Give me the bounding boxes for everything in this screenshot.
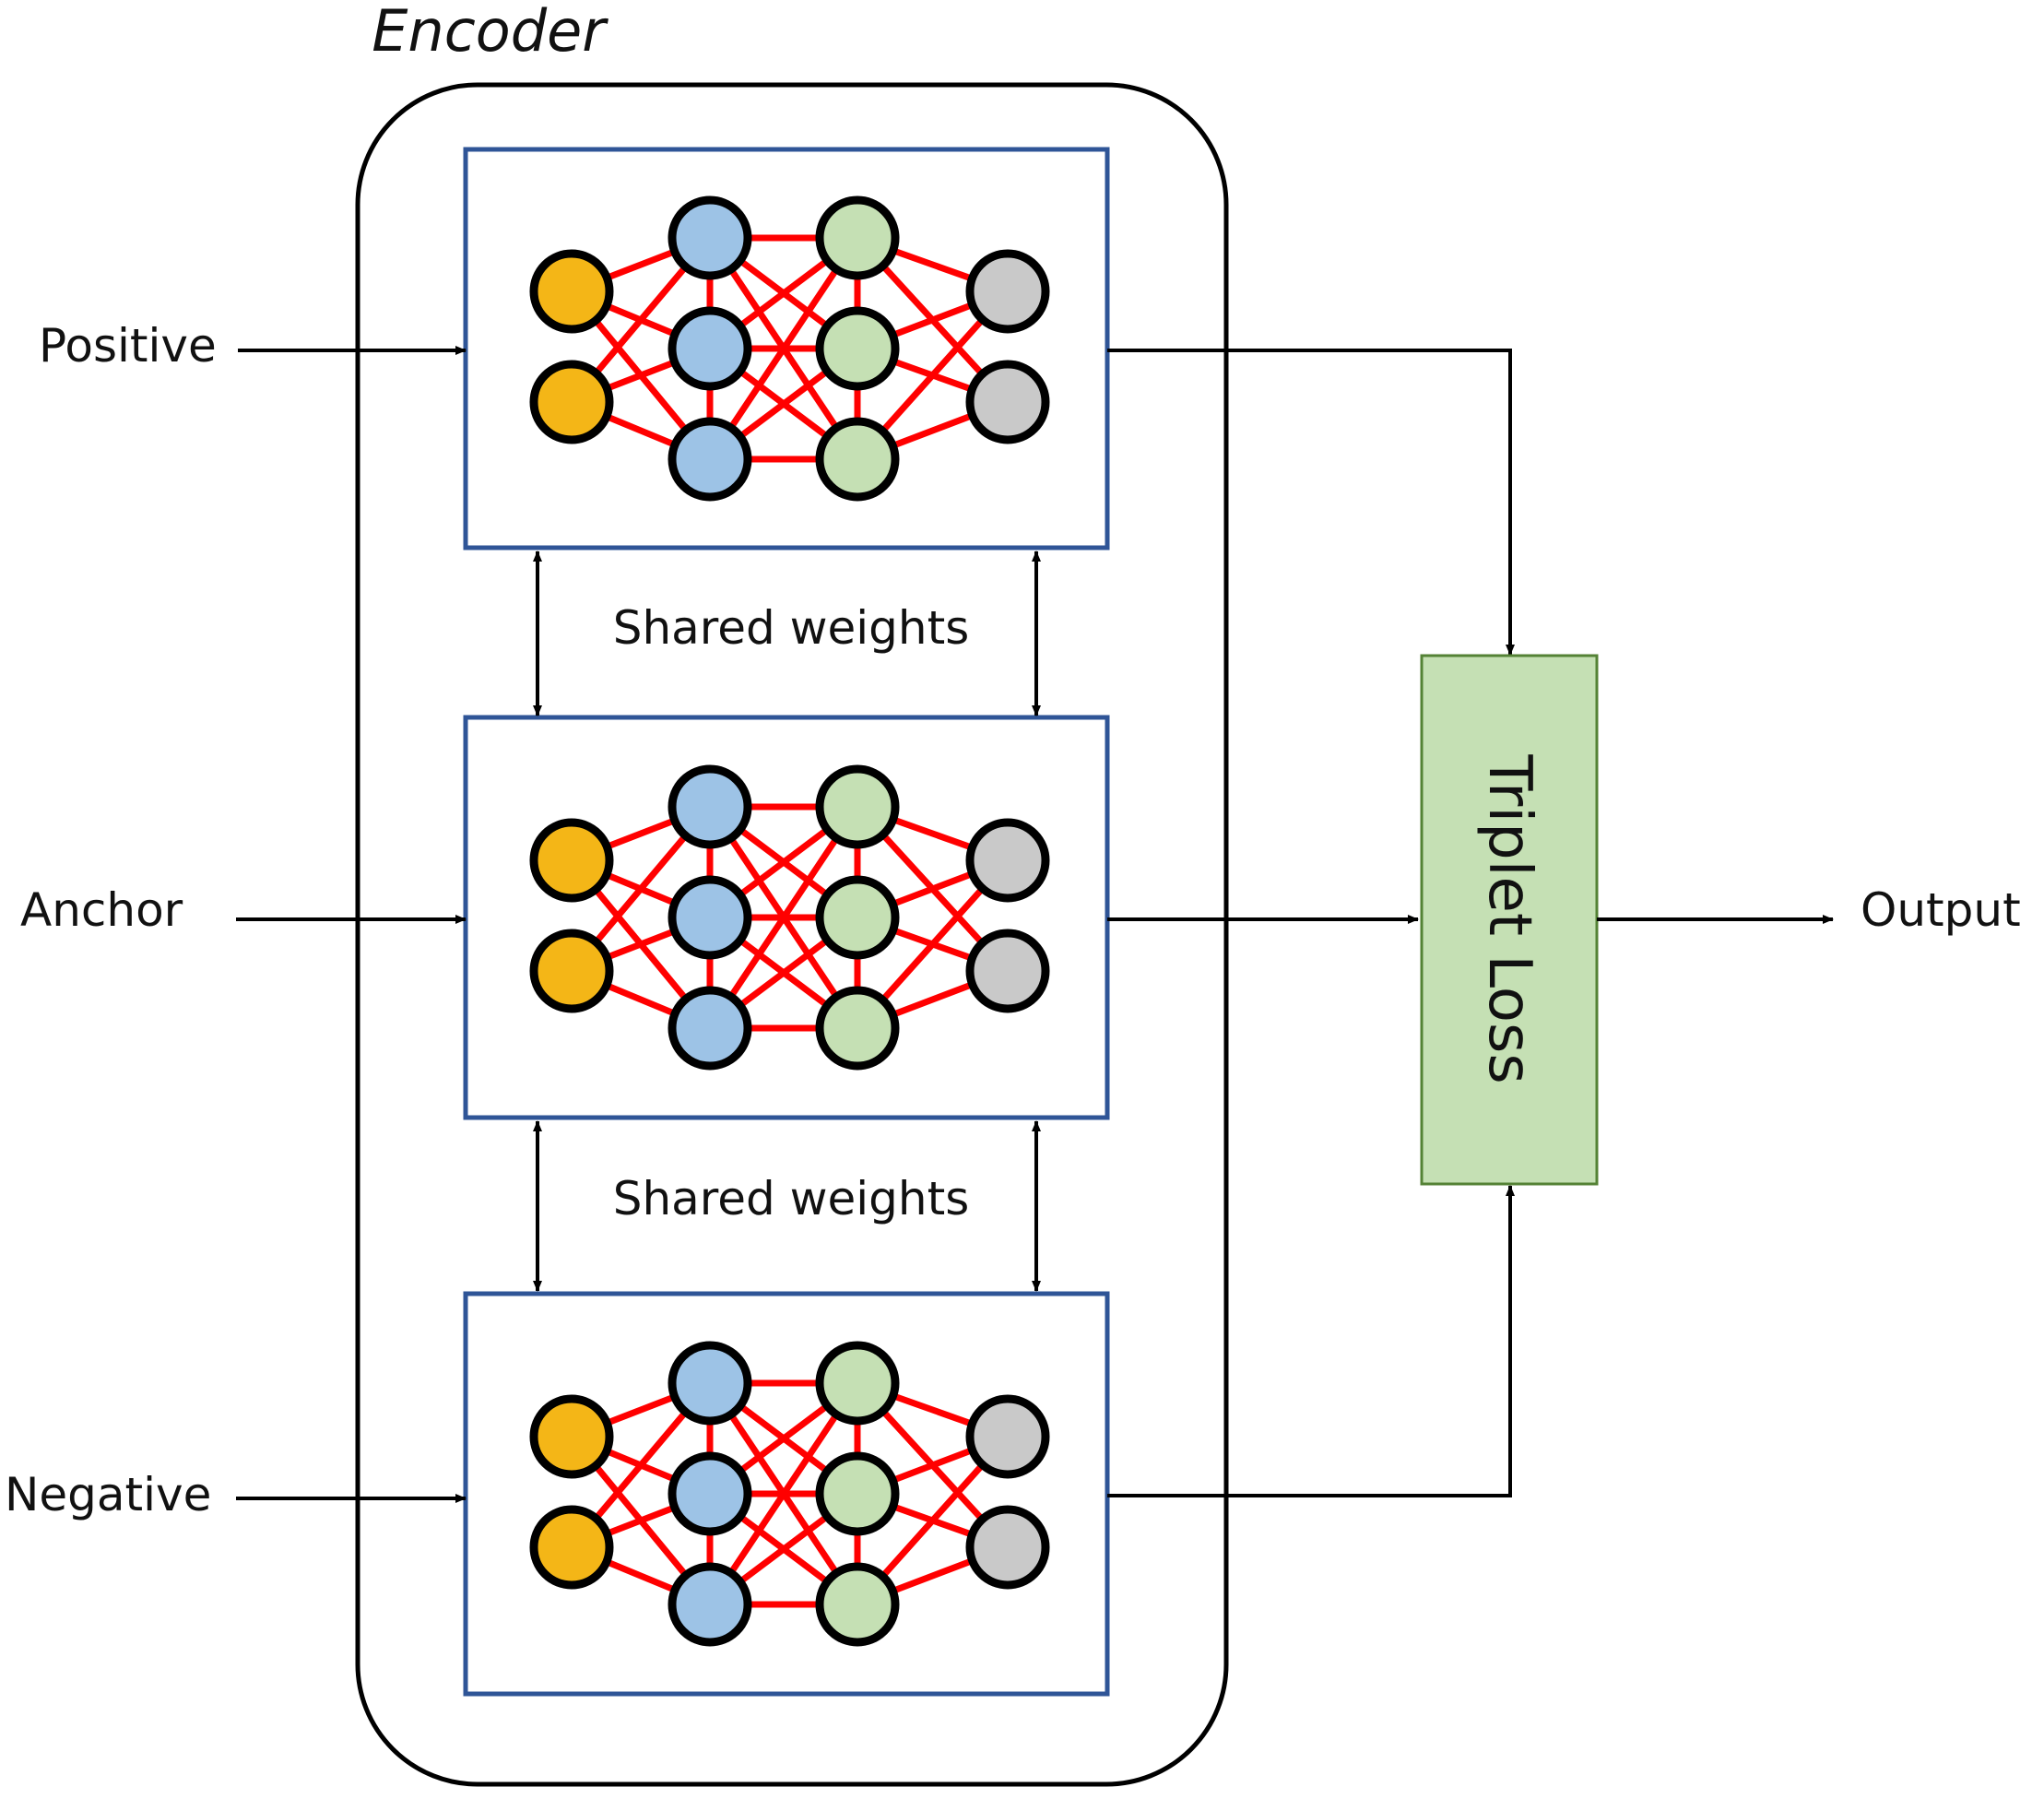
anchor-output-node: [965, 818, 1050, 903]
anchor-hidden2-node: [815, 986, 900, 1071]
negative-neural-network: [529, 1341, 1050, 1647]
positive-input-label: Positive: [39, 319, 217, 373]
negative-hidden1-node: [668, 1451, 752, 1536]
positive-input-node: [529, 249, 614, 334]
positive-input-node: [529, 360, 614, 444]
negative-edge: [707, 1381, 860, 1606]
encoder-container: [355, 82, 1229, 1787]
anchor-input-label: Anchor: [20, 883, 183, 937]
triplet-loss-label: Triplet Loss: [1475, 753, 1543, 1083]
positive-network-panel: [463, 147, 1110, 550]
negative-input-node: [529, 1505, 614, 1590]
negative-hidden2-node: [815, 1341, 900, 1426]
anchor-hidden1-node: [668, 986, 752, 1071]
positive-edge: [707, 236, 860, 461]
positive-to-loss-connector: [1107, 349, 1515, 656]
negative-to-loss-connector: [1107, 1185, 1515, 1497]
negative-hidden2-node: [815, 1562, 900, 1647]
shared-weights-label-bottom: Shared weights: [613, 1172, 970, 1225]
positive-hidden2-node: [815, 417, 900, 502]
triplet-loss-box: [1420, 654, 1599, 1186]
output-label: Output: [1861, 883, 2021, 937]
anchor-edge: [707, 805, 860, 1030]
anchor-hidden1-node: [668, 764, 752, 849]
anchor-input-node: [529, 929, 614, 1013]
anchor-input-node: [529, 818, 614, 903]
anchor-hidden2-node: [815, 875, 900, 960]
positive-neural-network: [529, 195, 1050, 502]
negative-output-node: [965, 1505, 1050, 1590]
negative-output-node: [965, 1394, 1050, 1479]
negative-input-label: Negative: [5, 1468, 211, 1521]
positive-hidden1-node: [668, 417, 752, 502]
negative-input-node: [529, 1394, 614, 1479]
negative-hidden2-node: [815, 1451, 900, 1536]
negative-hidden1-node: [668, 1562, 752, 1647]
positive-output-node: [965, 249, 1050, 334]
positive-output-node: [965, 360, 1050, 444]
positive-hidden1-node: [668, 306, 752, 391]
anchor-hidden1-node: [668, 875, 752, 960]
anchor-output-node: [965, 929, 1050, 1013]
anchor-hidden2-node: [815, 764, 900, 849]
anchor-neural-network: [529, 764, 1050, 1071]
shared-weights-label-top: Shared weights: [613, 601, 970, 655]
negative-hidden1-node: [668, 1341, 752, 1426]
encoder-title: Encoder: [372, 0, 608, 65]
positive-hidden2-node: [815, 306, 900, 391]
positive-hidden2-node: [815, 195, 900, 280]
positive-hidden1-node: [668, 195, 752, 280]
